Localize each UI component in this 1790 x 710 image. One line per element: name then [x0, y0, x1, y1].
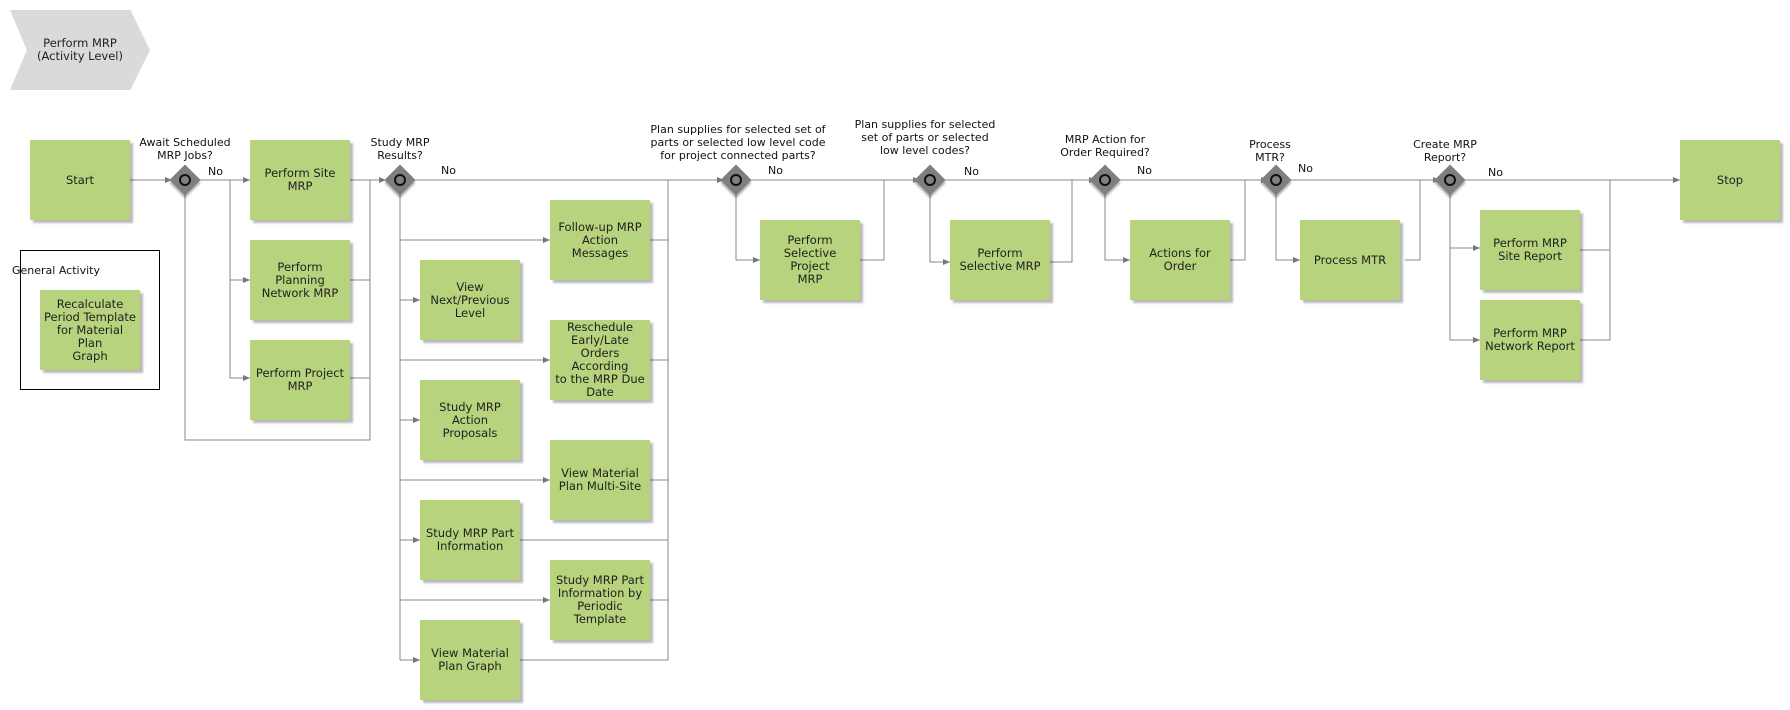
activity-perform-mrp-site-report[interactable]: Perform MRP Site Report [1480, 210, 1580, 290]
branch-no-label: No [1488, 166, 1503, 179]
start-event[interactable]: Start [30, 140, 130, 220]
activity-reschedule-orders[interactable]: Reschedule Early/Late Orders According t… [550, 320, 650, 400]
activity-study-mrp-part-info-periodic[interactable]: Study MRP Part Information by Periodic T… [550, 560, 650, 640]
gateway-study-results-label: Study MRP Results? [370, 136, 430, 162]
activity-perform-planning-network-mrp[interactable]: Perform Planning Network MRP [250, 240, 350, 320]
activity-perform-selective-mrp[interactable]: Perform Selective MRP [950, 220, 1050, 300]
activity-actions-for-order[interactable]: Actions for Order [1130, 220, 1230, 300]
activity-process-mtr[interactable]: Process MTR [1300, 220, 1400, 300]
activity-perform-project-mrp[interactable]: Perform Project MRP [250, 340, 350, 420]
branch-no-label: No [1298, 162, 1313, 175]
gateway-await-jobs-label: Await Scheduled MRP Jobs? [139, 136, 231, 162]
activity-perform-selective-project-mrp[interactable]: Perform Selective Project MRP [760, 220, 860, 300]
gateway-plan-low-level-label: Plan supplies for selected set of parts … [854, 118, 996, 157]
stop-event[interactable]: Stop [1680, 140, 1780, 220]
gateway-plan-project-parts-label: Plan supplies for selected set of parts … [650, 123, 826, 162]
legend-title: General Activity [12, 264, 100, 277]
activity-follow-up-action-messages[interactable]: Follow-up MRP Action Messages [550, 200, 650, 280]
activity-perform-site-mrp[interactable]: Perform Site MRP [250, 140, 350, 220]
legend-box [20, 250, 160, 390]
branch-no-label: No [441, 164, 456, 177]
process-header: Perform MRP (Activity Level) [10, 10, 150, 90]
branch-no-label: No [208, 165, 223, 178]
gateway-action-for-order-label: MRP Action for Order Required? [1060, 133, 1150, 159]
activity-view-material-plan-graph[interactable]: View Material Plan Graph [420, 620, 520, 700]
branch-no-label: No [964, 165, 979, 178]
activity-view-next-previous-level[interactable]: View Next/Previous Level [420, 260, 520, 340]
branch-no-label: No [1137, 164, 1152, 177]
activity-study-mrp-part-information[interactable]: Study MRP Part Information [420, 500, 520, 580]
gateway-create-report-label: Create MRP Report? [1413, 138, 1477, 164]
gateway-process-mtr-label: Process MTR? [1249, 138, 1291, 164]
activity-view-material-plan-multi-site[interactable]: View Material Plan Multi-Site [550, 440, 650, 520]
activity-recalculate-period-template[interactable]: Recalculate Period Template for Material… [40, 290, 140, 370]
activity-study-mrp-action-proposals[interactable]: Study MRP Action Proposals [420, 380, 520, 460]
activity-perform-mrp-network-report[interactable]: Perform MRP Network Report [1480, 300, 1580, 380]
branch-no-label: No [768, 164, 783, 177]
